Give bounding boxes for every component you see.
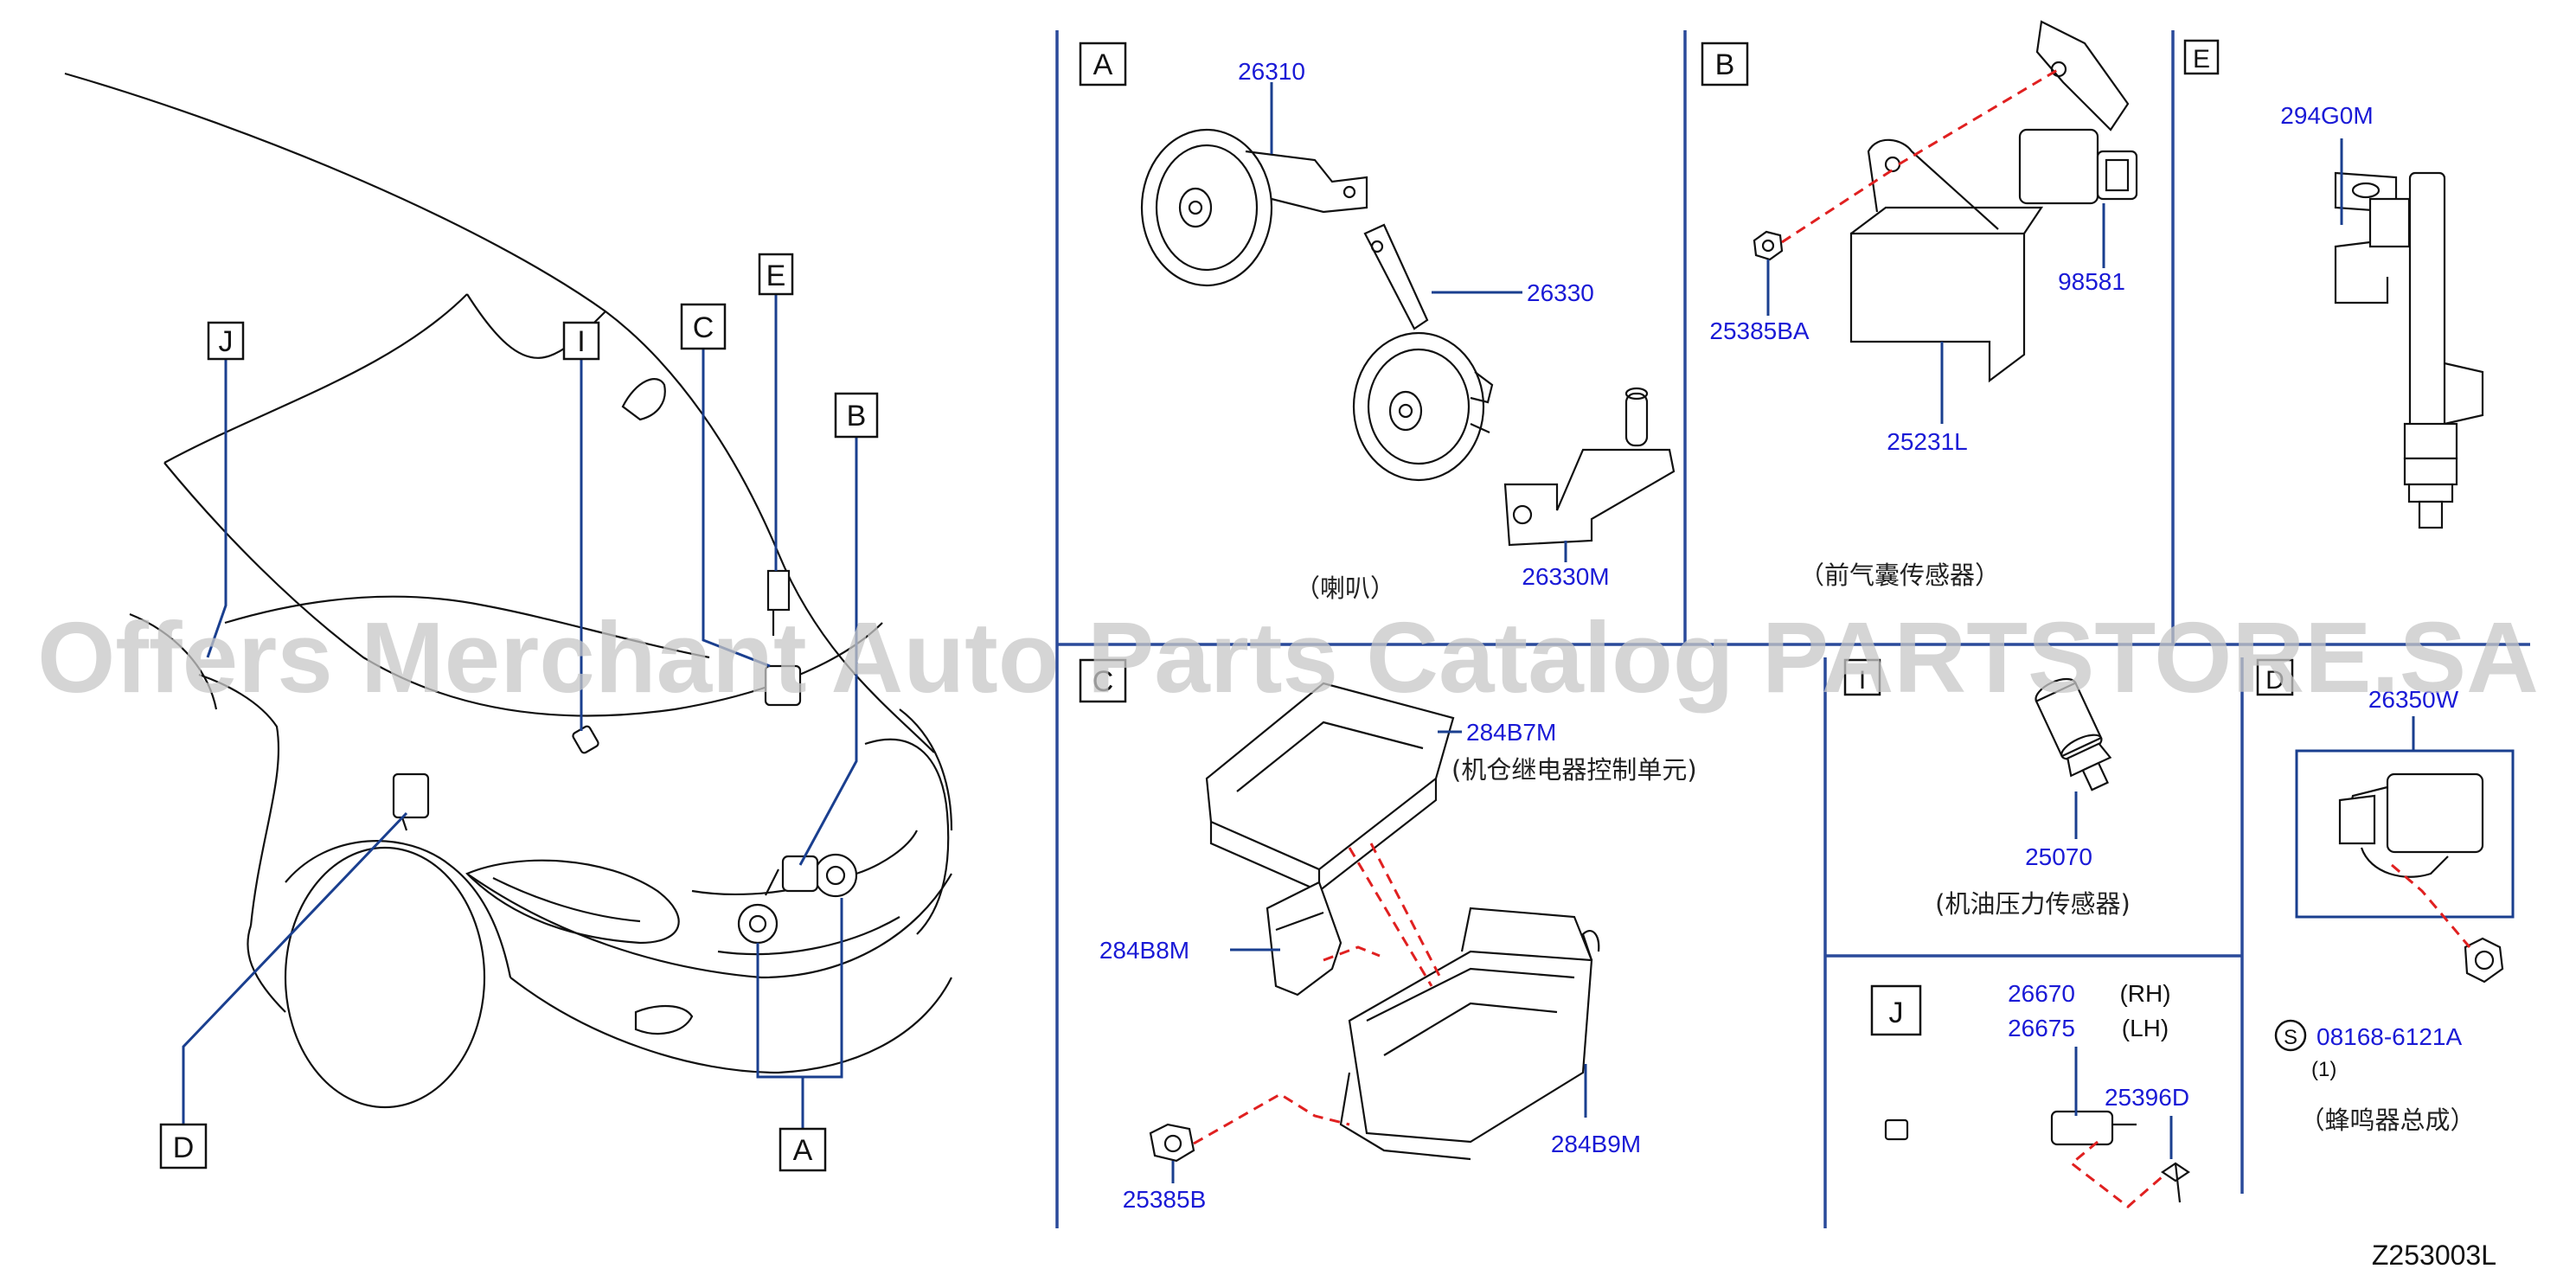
part-26675[interactable]: 26675 <box>2008 1015 2075 1041</box>
bolt-qty: (1) <box>2311 1058 2336 1081</box>
part-25231l[interactable]: 25231L <box>1887 428 1967 455</box>
section-c-marker <box>1079 658 1127 703</box>
section-e-letter: E <box>2193 45 2210 74</box>
section-e: E 294G0M <box>2183 39 2484 529</box>
section-j-marker <box>1870 984 1922 1036</box>
callout-j-letter: J <box>219 325 234 358</box>
part-26310[interactable]: 26310 <box>1238 58 1305 85</box>
side-lh: (LH) <box>2122 1015 2169 1041</box>
section-d-letter: D <box>2265 666 2284 695</box>
section-d: D 26350W S 08168-6121A (1) （蜂鸣器总成） <box>2256 658 2515 1135</box>
horn-high-illustration <box>1140 128 1368 287</box>
section-d-marker <box>2256 658 2294 696</box>
callout-c-letter: C <box>693 311 714 344</box>
section-i: I 25070 (机油压力传感器) <box>1843 658 2131 919</box>
part-25396d[interactable]: 25396D <box>2105 1084 2189 1111</box>
watermark: Offers Merchant Auto Parts Catalog PARTS… <box>37 601 2539 714</box>
part-284b8m[interactable]: 284B8M <box>1099 937 1189 964</box>
relay-unit-illustration <box>1149 682 1600 1163</box>
part-98581[interactable]: 98581 <box>2058 268 2125 295</box>
horn-bracket-illustration <box>1503 387 1676 547</box>
section-b-marker <box>1701 42 1749 87</box>
part-284b9m[interactable]: 284B9M <box>1551 1131 1641 1157</box>
section-i-marker <box>1843 658 1881 696</box>
panel-separators <box>1055 30 2530 1228</box>
buzzer-illustration <box>2338 772 2504 984</box>
callout-b[interactable]: B <box>834 392 879 439</box>
part-284b7m[interactable]: 284B7M <box>1466 719 1556 746</box>
section-i-letter: I <box>1859 666 1866 695</box>
callout-i[interactable]: I <box>562 321 600 361</box>
section-j-letter: J <box>1889 996 1904 1029</box>
part-25070[interactable]: 25070 <box>2025 843 2092 870</box>
section-c-unit-caption: (机仓继电器控制单元) <box>1451 755 1697 785</box>
part-26670[interactable]: 26670 <box>2008 980 2075 1007</box>
section-j: J 26670 (RH) 26675 (LH) 25396D <box>1870 980 2190 1208</box>
overview-callouts: J I C E B D A <box>159 253 879 1172</box>
section-a-letter: A <box>1093 48 1113 81</box>
side-rh: (RH) <box>2119 980 2170 1007</box>
part-08168-6121a[interactable]: 08168-6121A <box>2316 1023 2462 1050</box>
section-d-caption: （蜂鸣器总成） <box>2299 1105 2475 1135</box>
bolt-symbol-circle <box>2274 1019 2307 1052</box>
part-26330m[interactable]: 26330M <box>1522 563 1609 590</box>
callout-c[interactable]: C <box>680 303 727 350</box>
part-25385b[interactable]: 25385B <box>1123 1186 1207 1213</box>
bolt-symbol: S <box>2284 1026 2297 1049</box>
callout-a[interactable]: A <box>779 1127 827 1172</box>
section-b: B 25385BA 25231L 98581 （前气囊传感器） <box>1701 20 2138 590</box>
height-sensor-illustration <box>1884 1093 2190 1203</box>
overview-leader-lines <box>182 294 858 1129</box>
oil-pressure-sensor-illustration <box>2035 677 2112 791</box>
section-c-letter: C <box>1093 665 1114 698</box>
callout-a-letter: A <box>793 1134 813 1167</box>
buzzer-highlight-frame <box>2295 749 2515 919</box>
car-front-illustration <box>64 72 953 1109</box>
part-26330[interactable]: 26330 <box>1527 279 1594 306</box>
callout-b-letter: B <box>847 400 867 433</box>
part-25385ba[interactable]: 25385BA <box>1709 317 1810 344</box>
section-a-caption: （喇叭） <box>1295 574 1395 603</box>
callout-d[interactable]: D <box>159 1123 208 1169</box>
section-b-letter: B <box>1715 48 1735 81</box>
section-a-marker <box>1079 42 1127 87</box>
section-b-caption: （前气囊传感器） <box>1799 561 2000 590</box>
horn-low-illustration <box>1352 223 1494 482</box>
section-c: C 284B7M (机仓继电器控制单元) 284 <box>1079 658 1697 1213</box>
section-i-caption: (机油压力传感器) <box>1935 889 2131 919</box>
callout-i-letter: I <box>577 325 585 358</box>
section-a: A 26310 26330 <box>1079 42 1676 603</box>
airbag-sensor-illustration <box>1753 20 2138 383</box>
part-26350w[interactable]: 26350W <box>2368 686 2459 713</box>
diagram-code: Z253003L <box>2372 1240 2496 1271</box>
switch-sensor-illustration <box>2334 171 2484 529</box>
callout-e[interactable]: E <box>758 253 794 296</box>
callout-d-letter: D <box>173 1131 195 1164</box>
callout-j[interactable]: J <box>207 321 245 361</box>
section-e-marker <box>2183 39 2220 75</box>
callout-e-letter: E <box>766 260 786 292</box>
part-294g0m[interactable]: 294G0M <box>2280 102 2373 129</box>
